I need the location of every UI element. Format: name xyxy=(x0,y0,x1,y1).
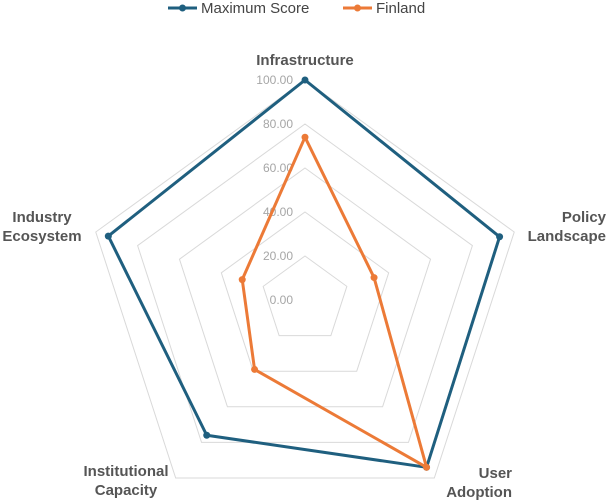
series-line xyxy=(240,135,429,469)
grid-ring-2 xyxy=(220,211,390,372)
grid-ring-4 xyxy=(137,123,473,443)
data-point xyxy=(423,463,431,471)
legend-item: Finland xyxy=(343,0,425,17)
axis-label-line: Industry xyxy=(12,209,72,226)
data-point xyxy=(301,76,309,84)
axis-label-line: Policy xyxy=(562,209,607,226)
axis-label-line: Capacity xyxy=(95,482,158,499)
axis-label: Infrastructure xyxy=(256,52,354,69)
axis-label-line: Institutional xyxy=(84,463,169,480)
legend-swatch-marker xyxy=(179,4,186,12)
data-point xyxy=(301,133,309,141)
tick-label: 40.00 xyxy=(263,205,293,219)
axis-label-line: User xyxy=(479,465,513,482)
grid-ring-1 xyxy=(262,255,348,337)
series-line xyxy=(106,78,502,469)
series-layer xyxy=(104,76,504,471)
axis-label-line: Adoption xyxy=(446,484,512,500)
legend-swatch-marker xyxy=(354,4,361,12)
data-point xyxy=(104,232,112,240)
series-2 xyxy=(238,133,431,471)
tick-label: 100.00 xyxy=(256,73,293,87)
data-point xyxy=(370,274,378,282)
tick-label: 20.00 xyxy=(263,249,293,263)
axis-label-line: Landscape xyxy=(528,228,606,245)
data-point xyxy=(238,276,246,284)
data-point xyxy=(251,365,259,373)
axis-label-line: Ecosystem xyxy=(2,228,81,245)
data-point xyxy=(203,431,211,439)
tick-labels: 0.00 20.00 40.00 60.00 80.00 100.00 xyxy=(256,73,293,307)
tick-label: 80.00 xyxy=(263,117,293,131)
grid-ring-3 xyxy=(178,167,432,408)
radar-grid xyxy=(95,79,515,479)
legend-label: Finland xyxy=(376,0,425,17)
legend: Maximum Score Finland xyxy=(168,0,425,17)
tick-label: 0.00 xyxy=(270,293,294,307)
axis-label-line: Infrastructure xyxy=(256,52,354,69)
grid-ring-5 xyxy=(95,79,515,479)
legend-label: Maximum Score xyxy=(201,0,309,17)
legend-item: Maximum Score xyxy=(168,0,309,17)
tick-label: 60.00 xyxy=(263,161,293,175)
data-point xyxy=(496,233,504,241)
